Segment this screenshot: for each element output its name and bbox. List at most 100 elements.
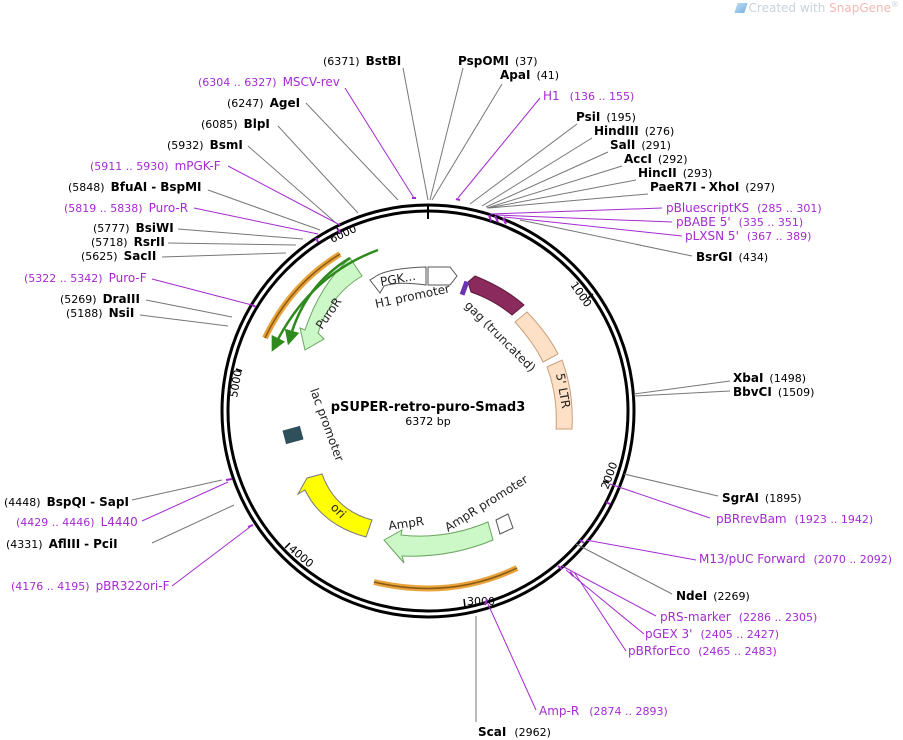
site-apai-pos: (41) xyxy=(536,69,559,82)
site-bsiwi[interactable]: BsiWI xyxy=(136,221,174,235)
svg-text:ApaI(41): ApaI (41) xyxy=(500,68,559,82)
svg-text:(4331)AflIII-PciI: (4331)AflIII-PciI xyxy=(6,537,118,551)
site-bsrgi[interactable]: BsrGI xyxy=(696,250,733,264)
site-hindiii[interactable]: HindIII xyxy=(594,124,639,138)
site-rsrii-pos: (5718) xyxy=(91,236,128,249)
primer-m13-puc-forward[interactable]: M13/pUC Forward xyxy=(699,552,806,566)
feature-ampr[interactable] xyxy=(383,521,494,564)
site-sapi[interactable]: SapI xyxy=(99,495,129,509)
site-bsmi[interactable]: BsmI xyxy=(210,138,243,152)
site-agei[interactable]: AgeI xyxy=(270,96,300,110)
primer-puro-r-pos: (5819 .. 5838) xyxy=(64,202,143,215)
feature-5-ltr-label: 5' LTR xyxy=(553,372,573,409)
plasmid-name: pSUPER-retro-puro-Smad3 xyxy=(331,400,526,415)
site-nsii-pos: (5188) xyxy=(66,307,103,320)
site-bfuai[interactable]: BfuAI xyxy=(111,180,148,194)
feature-gag[interactable] xyxy=(467,275,525,316)
svg-text:M13/pUC Forward(2070 .. 2092): M13/pUC Forward (2070 .. 2092) xyxy=(699,552,892,566)
feature-gag-start xyxy=(459,280,470,296)
feature-lac-promoter[interactable] xyxy=(282,425,304,445)
primer-pbrforeco[interactable]: pBRforEco xyxy=(628,644,690,658)
site-hincii[interactable]: HincII xyxy=(638,166,677,180)
tick-5000: 5000 xyxy=(227,369,245,399)
svg-text:pGEX 3'(2405 .. 2427): pGEX 3'(2405 .. 2427) xyxy=(645,627,779,641)
svg-text:ScaI(2962): ScaI(2962) xyxy=(478,725,551,739)
primer-puro-f[interactable]: Puro-F xyxy=(109,271,147,285)
site-ndei[interactable]: NdeI xyxy=(676,589,707,603)
tick-3000: 3000 xyxy=(467,595,495,608)
site-labels-left: (6247)AgeI (6085)BlpI (5932)BsmI (5848)B… xyxy=(4,96,300,551)
orf-arrow-2 xyxy=(284,256,351,346)
site-leaders xyxy=(131,67,731,722)
site-bsiwi-pos: (5777) xyxy=(93,222,130,235)
feature-5-ltr[interactable] xyxy=(546,359,573,430)
svg-text:(5819 .. 5838)Puro-R: (5819 .. 5838) Puro-R xyxy=(64,201,188,215)
primer-h1[interactable]: H1 xyxy=(543,89,560,103)
feature-pgk[interactable] xyxy=(369,266,427,294)
site-apai[interactable]: ApaI xyxy=(500,68,530,82)
site-psii[interactable]: PsiI xyxy=(576,110,600,124)
primer-pbr322ori-f[interactable]: pBR322ori-F xyxy=(96,579,170,593)
site-pspomi[interactable]: PspOMI xyxy=(458,54,509,68)
site-acci[interactable]: AccI xyxy=(624,152,652,166)
primer-pbrrevbam[interactable]: pBRrevBam xyxy=(716,512,787,526)
primer-l4440-pos: (4429 .. 4446) xyxy=(16,516,95,529)
site-pcii[interactable]: PciI xyxy=(93,537,118,551)
svg-text:AccI(292): AccI(292) xyxy=(624,152,688,166)
site-rsrii[interactable]: RsrII xyxy=(134,235,165,249)
svg-text:Amp-R(2874 .. 2893): Amp-R (2874 .. 2893) xyxy=(539,704,668,718)
site-bspmi[interactable]: BspMI xyxy=(160,180,201,194)
primer-pbabe-5[interactable]: pBABE 5' xyxy=(676,215,731,229)
site-xbai[interactable]: XbaI xyxy=(733,371,763,385)
svg-text:H1(136 .. 155): H1(136 .. 155) xyxy=(543,89,634,103)
feature-puror[interactable] xyxy=(299,257,363,351)
svg-text:SalI(291): SalI(291) xyxy=(610,138,671,152)
svg-text:(5322 .. 5342)Puro-F: (5322 .. 5342)Puro-F xyxy=(24,271,147,285)
site-paer7i[interactable]: PaeR7I xyxy=(650,180,697,194)
site-hincii-pos: (293) xyxy=(683,167,713,180)
site-sgrai[interactable]: SgrAI xyxy=(722,491,759,505)
site-labels: (6371)BstBI PspOMI(37) ApaI(41) PsiI(195… xyxy=(323,54,814,739)
svg-text:(5269)DraIII: (5269)DraIII xyxy=(60,292,140,306)
primer-m13-puc-forward-pos: (2070 .. 2092) xyxy=(814,553,893,566)
site-draiii[interactable]: DraIII xyxy=(103,292,140,306)
primer-pgex-3[interactable]: pGEX 3' xyxy=(645,627,692,641)
svg-text:(6371)BstBI: (6371)BstBI xyxy=(323,54,401,68)
svg-text:NdeI(2269): NdeI(2269) xyxy=(676,589,750,603)
site-xhoi[interactable]: XhoI xyxy=(709,180,740,194)
primer-mpgk-f[interactable]: mPGK-F xyxy=(175,159,221,173)
site-bspqi[interactable]: BspQI xyxy=(47,495,87,509)
primer-puro-r[interactable]: Puro-R xyxy=(149,201,189,215)
svg-text:pLXSN 5'(367 .. 389): pLXSN 5'(367 .. 389) xyxy=(685,229,811,243)
tick-6000: 6000 xyxy=(328,222,359,246)
plasmid-size: 6372 bp xyxy=(405,415,450,428)
site-blpi[interactable]: BlpI xyxy=(244,117,270,131)
primer-mscv-rev[interactable]: MSCV-rev xyxy=(283,75,340,89)
site-bstbi[interactable]: BstBI xyxy=(366,54,402,68)
site-nsii[interactable]: NsiI xyxy=(109,306,135,320)
feature-ampr-promoter[interactable] xyxy=(495,513,514,535)
site-bbvci[interactable]: BbvCI xyxy=(733,385,772,399)
feature-ltr-segment xyxy=(514,311,559,363)
primer-amp-r-pos: (2874 .. 2893) xyxy=(589,705,668,718)
primer-plxsn-5[interactable]: pLXSN 5' xyxy=(685,229,739,243)
svg-text:(4448)BspQI-SapI: (4448)BspQI-SapI xyxy=(4,495,129,509)
site-scai[interactable]: ScaI xyxy=(478,725,506,739)
primer-amp-r[interactable]: Amp-R xyxy=(539,704,579,718)
primer-pbluescriptks[interactable]: pBluescriptKS xyxy=(666,201,749,215)
primer-l4440[interactable]: L4440 xyxy=(101,515,138,529)
svg-text:pRS-marker(2286 .. 2305): pRS-marker (2286 .. 2305) xyxy=(660,610,817,624)
primer-prs-marker[interactable]: pRS-marker xyxy=(660,610,731,624)
feature-ori[interactable] xyxy=(296,473,373,538)
site-afliii[interactable]: AflIII xyxy=(49,537,81,551)
site-afliii-pos: (4331) xyxy=(6,538,43,551)
site-pspomi-pos: (37) xyxy=(515,55,538,68)
svg-text:(5911 .. 5930)mPGK-F: (5911 .. 5930)mPGK-F xyxy=(90,159,221,173)
site-sacii-pos: (5625) xyxy=(81,250,118,263)
site-sali[interactable]: SalI xyxy=(610,138,635,152)
svg-text:(4429 .. 4446)L4440: (4429 .. 4446) L4440 xyxy=(16,515,138,529)
site-sacii[interactable]: SacII xyxy=(124,249,157,263)
feature-pgk-promoter[interactable] xyxy=(427,266,458,286)
primer-prs-marker-pos: (2286 .. 2305) xyxy=(739,611,818,624)
